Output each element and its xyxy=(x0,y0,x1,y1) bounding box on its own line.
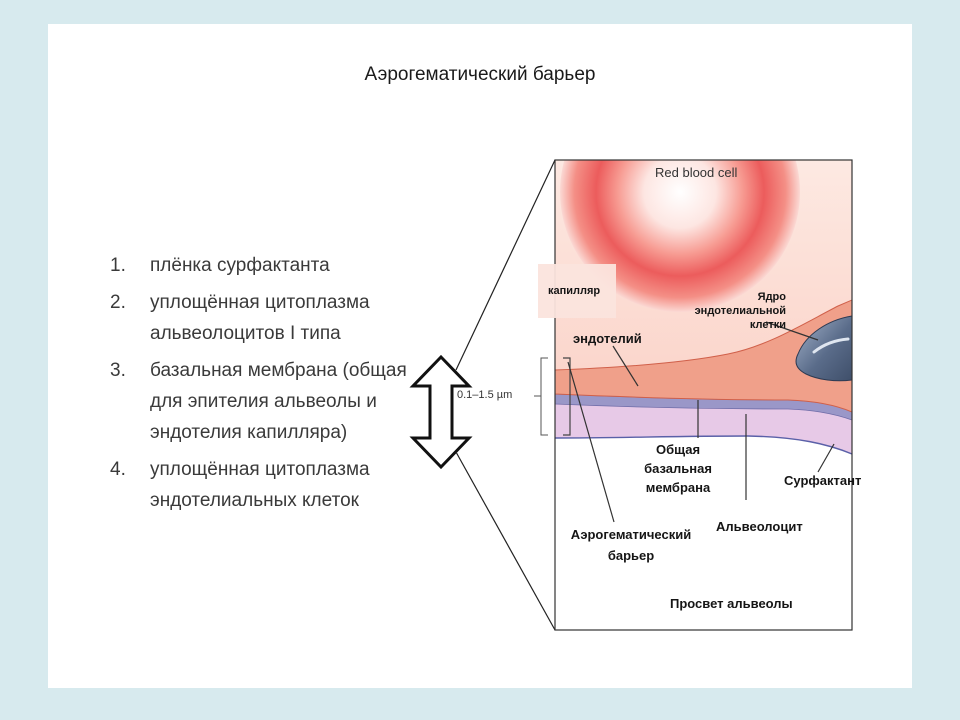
legend-item-4: 4. уплощённая цитоплазма эндотелиальных … xyxy=(110,454,440,516)
red-blood-cell xyxy=(560,160,800,312)
endothelium-label: эндотелий xyxy=(573,331,642,346)
thickness-label: 0.1–1.5 µm xyxy=(457,389,513,401)
pointer-surfactant xyxy=(817,443,835,473)
alveolocyte-label: Альвеолоцит xyxy=(716,519,803,534)
basal-label-line: базальная xyxy=(644,461,712,476)
basal-label-line: мембрана xyxy=(645,480,711,495)
barrier-label-line: барьер xyxy=(607,548,655,563)
capillary-label: капилляр xyxy=(548,285,601,297)
barrier-bracket xyxy=(563,357,571,436)
diagram-svg xyxy=(409,159,853,631)
legend-number: 2. xyxy=(110,292,126,313)
endothelial-nucleus xyxy=(795,315,852,382)
capillary-label-bg xyxy=(538,264,616,318)
nucleus-label: Ядро эндотелиальной клетки xyxy=(668,290,786,332)
legend-number: 4. xyxy=(110,459,126,480)
pointer-endothelium xyxy=(612,345,639,387)
nucleus-label-line: клетки xyxy=(749,319,786,331)
legend-text: уплощённая цитоплазма xyxy=(150,292,370,313)
legend-item-2: 2. уплощённая цитоплазма альвеолоцитов I… xyxy=(110,287,440,349)
nucleus-highlight xyxy=(812,337,850,354)
slide: Аэрогематический барьер 1. плёнка сурфак… xyxy=(48,24,912,688)
legend-text: плёнка сурфактанта xyxy=(150,255,330,276)
legend-text: для эпителия альвеолы и xyxy=(150,391,377,412)
surfactant-label: Сурфактант xyxy=(784,473,862,488)
diagram-frame xyxy=(554,159,853,631)
endothelium xyxy=(555,299,852,413)
legend-text: альвеолоцитов I типа xyxy=(150,323,341,344)
nucleus-label-line: эндотелиальной xyxy=(694,305,786,317)
nucleus-label-line: Ядро xyxy=(757,291,786,303)
legend-text: базальная мембрана (общая xyxy=(150,360,407,381)
barrier-label: Аэрогематический барьер xyxy=(566,524,696,566)
zoom-line-top xyxy=(455,159,556,371)
legend-item-1: 1. плёнка сурфактанта xyxy=(110,250,440,281)
legend-number: 1. xyxy=(110,255,126,276)
basal-membrane-label: Общая базальная мембрана xyxy=(633,440,723,497)
alveolar-lumen-label: Просвет альвеолы xyxy=(670,596,793,611)
alveolar-epithelium xyxy=(555,404,852,454)
surfactant-film xyxy=(555,435,852,455)
barrier-label-line: Аэрогематический xyxy=(570,527,692,542)
slide-title: Аэрогематический барьер xyxy=(364,64,596,85)
legend-number: 3. xyxy=(110,360,126,381)
pointer-nucleus xyxy=(765,321,819,341)
legend-list: 1. плёнка сурфактанта 2. уплощённая цито… xyxy=(110,250,440,522)
legend-text: эндотелия капилляра) xyxy=(150,422,348,443)
basal-label-line: Общая xyxy=(655,442,701,457)
double-arrow-icon xyxy=(409,354,473,470)
rbc-label: Red blood cell xyxy=(655,165,738,180)
thickness-bracket xyxy=(540,357,548,436)
legend-text: уплощённая цитоплазма xyxy=(150,459,370,480)
zoom-line-bottom xyxy=(455,451,556,631)
legend-item-3: 3. базальная мембрана (общая для эпители… xyxy=(110,355,440,448)
legend-text: эндотелиальных клеток xyxy=(150,490,359,511)
pointer-barrier xyxy=(567,361,615,523)
